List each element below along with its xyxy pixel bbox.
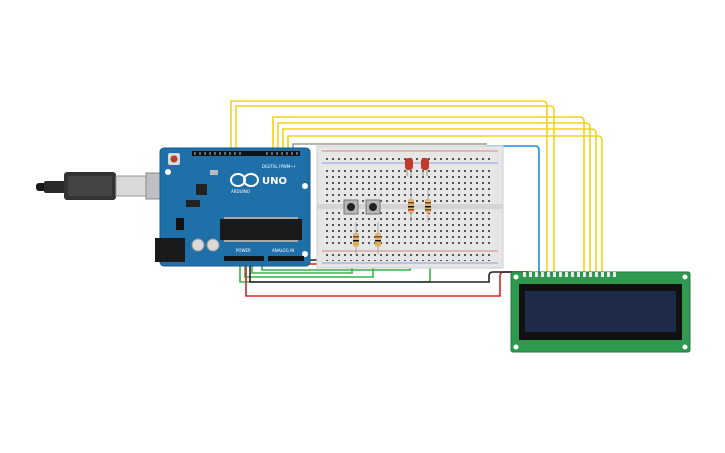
- power-header: [224, 256, 264, 261]
- digital-pins: [194, 152, 298, 155]
- power-label: POWER: [236, 248, 251, 253]
- capacitor: [206, 238, 220, 252]
- capacitor: [191, 238, 205, 252]
- pushbutton-1[interactable]: [343, 199, 359, 215]
- mount-hole: [682, 274, 688, 280]
- reset-button-cap: [170, 155, 178, 163]
- mount-hole: [165, 169, 171, 175]
- wire-yellow-1: [230, 100, 548, 274]
- mount-hole: [513, 344, 519, 350]
- terminal-holes-upper: [324, 170, 494, 202]
- arduino-logo: UNO ARDUINO: [230, 173, 287, 194]
- led-2[interactable]: [421, 158, 429, 176]
- resistor-3[interactable]: [353, 222, 359, 254]
- lcd-pin-header: [523, 272, 616, 277]
- voltage-regulator: [186, 200, 200, 207]
- mount-hole: [682, 344, 688, 350]
- wire-yellow-6: [287, 135, 603, 274]
- arduino-uno-board[interactable]: DIGITAL (PWM~) UNO ARDUINO POWER ANALOG …: [155, 147, 311, 267]
- analog-label: ANALOG IN: [272, 248, 294, 253]
- wire-yellow-2: [235, 105, 555, 274]
- power-jack[interactable]: [155, 238, 185, 262]
- mount-hole: [302, 183, 308, 189]
- rail-holes-bottom: [324, 254, 494, 261]
- resistor-2[interactable]: [425, 190, 431, 222]
- pushbutton-2[interactable]: [365, 199, 381, 215]
- wire-yellow-4: [277, 122, 591, 274]
- wire-black-gnd: [249, 256, 528, 283]
- usb-chip: [196, 184, 207, 195]
- lcd-screen: [525, 291, 676, 332]
- rail-holes-top: [324, 154, 494, 161]
- mount-hole: [513, 274, 519, 280]
- icsp-header: [176, 218, 184, 230]
- wire-yellow-5: [282, 128, 597, 274]
- model-label: UNO: [262, 176, 287, 187]
- led-indicator: [210, 170, 218, 175]
- brand-label: ARDUINO: [231, 189, 250, 194]
- mount-hole: [302, 251, 308, 257]
- resistor-4[interactable]: [375, 222, 381, 254]
- digital-label: DIGITAL (PWM~): [262, 164, 296, 169]
- digital-header: [192, 151, 300, 156]
- chip-pins: [224, 217, 298, 242]
- usb-cable: [36, 172, 161, 200]
- wire-yellow-3: [272, 116, 585, 274]
- terminal-holes-lower: [324, 212, 494, 244]
- analog-header: [268, 256, 304, 261]
- lcd-display[interactable]: [510, 271, 691, 353]
- led-1[interactable]: [405, 158, 413, 176]
- resistor-1[interactable]: [408, 190, 414, 222]
- atmega-chip: [220, 219, 302, 240]
- wire-blue: [486, 145, 540, 274]
